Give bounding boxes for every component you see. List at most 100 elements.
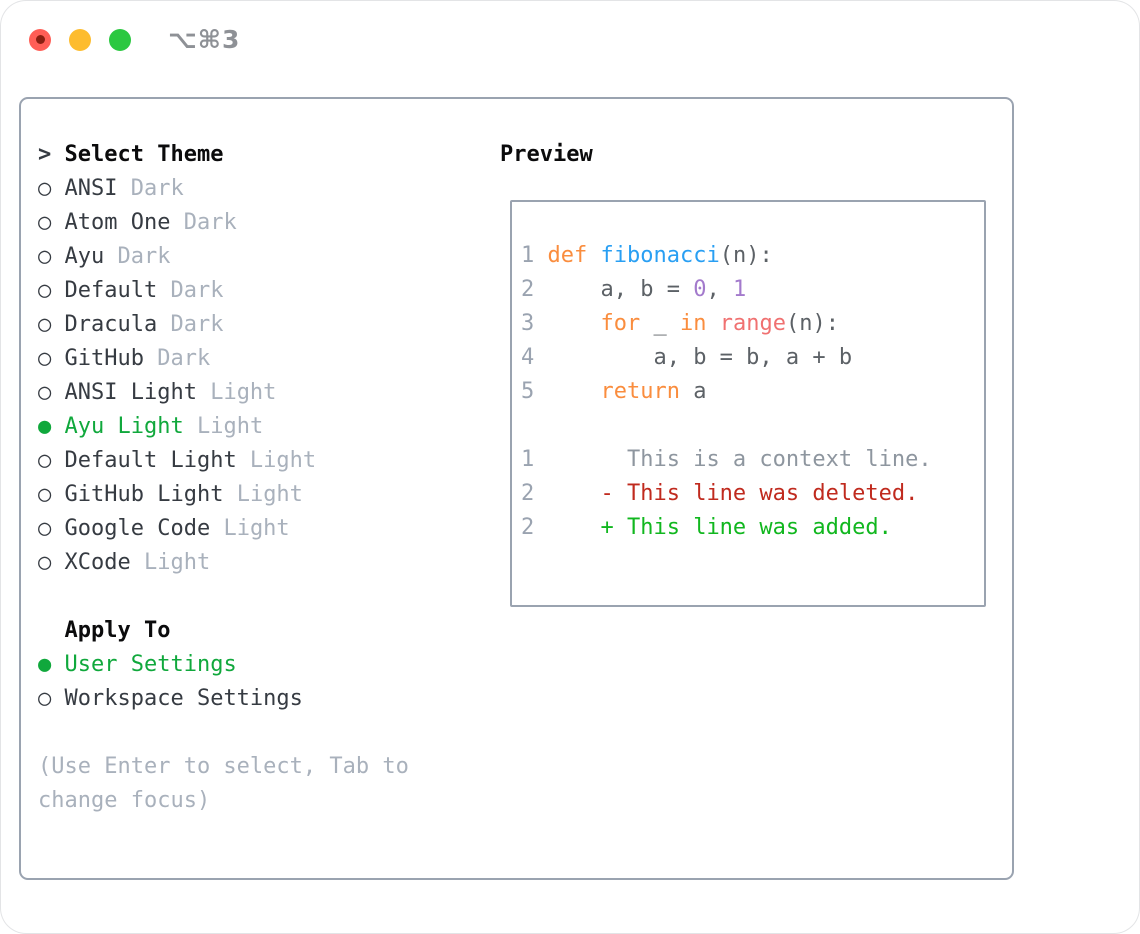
- main-panel: > Select Theme ○ ANSI Dark○ Atom One Dar…: [19, 97, 1014, 880]
- theme-name: Default Light: [64, 448, 237, 473]
- select-theme-title: Select Theme: [64, 142, 224, 167]
- line-number: 5: [521, 379, 548, 404]
- theme-variant-label: Dark: [143, 346, 211, 371]
- focus-caret-icon: >: [38, 142, 65, 167]
- radio-icon: ○: [38, 244, 65, 269]
- spacer: [38, 716, 409, 750]
- code-line: 2 - This line was deleted.: [521, 477, 984, 511]
- theme-name: Dracula: [64, 312, 158, 337]
- radio-icon: ○: [38, 346, 65, 371]
- code-token: ,: [706, 277, 733, 302]
- theme-variant-label: Dark: [170, 210, 237, 235]
- theme-name: Atom One: [64, 210, 171, 235]
- theme-variant-label: Light: [130, 550, 211, 575]
- zoom-button[interactable]: [109, 28, 131, 51]
- theme-variant-label: Dark: [104, 244, 171, 269]
- code-token: (n):: [785, 311, 839, 336]
- spacer: [38, 580, 409, 614]
- code-line: 5 return a: [521, 375, 984, 409]
- theme-option-xcode[interactable]: ○ XCode Light: [38, 546, 409, 580]
- hint-line: (Use Enter to select, Tab to: [38, 754, 409, 779]
- close-button[interactable]: [29, 28, 51, 51]
- theme-option-google-code[interactable]: ○ Google Code Light: [38, 512, 409, 546]
- radio-icon: ○: [38, 380, 65, 405]
- apply-to-list: ● User Settings○ Workspace Settings: [38, 648, 409, 716]
- theme-option-ansi[interactable]: ○ ANSI Dark: [38, 172, 409, 206]
- radio-icon: ○: [38, 312, 65, 337]
- radio-icon: ○: [38, 482, 65, 507]
- theme-variant-label: Dark: [117, 176, 184, 201]
- code-token: + This line was added.: [547, 515, 892, 540]
- code-token: in: [679, 311, 707, 336]
- code-token: [548, 311, 601, 336]
- code-token: [548, 379, 601, 404]
- theme-selector: > Select Theme ○ ANSI Dark○ Atom One Dar…: [38, 138, 409, 818]
- theme-variant-label: Light: [196, 380, 277, 405]
- line-number: 2: [521, 481, 548, 506]
- theme-option-github[interactable]: ○ GitHub Dark: [38, 342, 409, 376]
- radio-icon: ○: [38, 686, 65, 711]
- code-line: 3 for _ in range(n):: [521, 307, 984, 341]
- close-button-dot-icon: [35, 35, 45, 44]
- theme-option-github-light[interactable]: ○ GitHub Light Light: [38, 478, 409, 512]
- theme-name: ANSI: [64, 176, 118, 201]
- theme-option-default-light[interactable]: ○ Default Light Light: [38, 444, 409, 478]
- code-line: 2 a, b = 0, 1: [521, 273, 984, 307]
- apply-option-workspace-settings[interactable]: ○ Workspace Settings: [38, 682, 409, 716]
- theme-variant-label: Light: [236, 448, 317, 473]
- theme-name: Default: [64, 278, 158, 303]
- minimize-button[interactable]: [69, 28, 91, 51]
- code-line: 4 a, b = b, a + b: [521, 341, 984, 375]
- theme-name: GitHub: [64, 346, 144, 371]
- code-token: def: [547, 243, 601, 268]
- theme-option-default[interactable]: ○ Default Dark: [38, 274, 409, 308]
- code-token: a: [679, 379, 707, 404]
- theme-option-atom-one[interactable]: ○ Atom One Dark: [38, 206, 409, 240]
- theme-option-ansi-light[interactable]: ○ ANSI Light Light: [38, 376, 409, 410]
- code-token: - This line was deleted.: [547, 481, 919, 506]
- code-token: [706, 311, 719, 336]
- code-token: fibonacci: [600, 243, 720, 268]
- theme-variant-label: Light: [223, 482, 303, 507]
- apply-option-label: Workspace Settings: [64, 686, 303, 711]
- radio-icon: ○: [38, 176, 65, 201]
- theme-name: Ayu: [64, 244, 105, 269]
- theme-option-ayu-light[interactable]: ● Ayu Light Light: [38, 410, 409, 444]
- theme-name: Google Code: [64, 516, 211, 541]
- code-blank-line: [521, 409, 984, 443]
- preview-title: Preview: [500, 142, 593, 167]
- line-number: 2: [521, 515, 548, 540]
- line-number: 4: [521, 345, 548, 370]
- code-line: 2 + This line was added.: [521, 511, 984, 545]
- hint-text: (Use Enter to select, Tab to change focus…: [38, 750, 409, 818]
- theme-option-ayu[interactable]: ○ Ayu Dark: [38, 240, 409, 274]
- theme-variant-label: Dark: [157, 312, 224, 337]
- radio-icon: ○: [38, 550, 65, 575]
- radio-selected-icon: ●: [38, 652, 65, 677]
- theme-variant-label: Dark: [157, 278, 224, 303]
- titlebar: ⌥⌘3: [29, 25, 240, 54]
- code-token: _: [640, 311, 680, 336]
- radio-icon: ○: [38, 516, 65, 541]
- theme-list: ○ ANSI Dark○ Atom One Dark○ Ayu Dark○ De…: [38, 172, 409, 580]
- theme-option-dracula[interactable]: ○ Dracula Dark: [38, 308, 409, 342]
- line-number: 3: [521, 311, 548, 336]
- line-number: 2: [521, 277, 548, 302]
- code-token: 0: [693, 277, 707, 302]
- code-token: a, b =: [547, 277, 694, 302]
- theme-name: Ayu Light: [64, 414, 184, 439]
- radio-icon: ○: [38, 448, 65, 473]
- apply-to-header: Apply To: [38, 614, 409, 648]
- line-number: 1: [521, 243, 548, 268]
- code-token: (n):: [719, 243, 773, 268]
- hint-line: change focus): [38, 788, 211, 813]
- theme-name: ANSI Light: [64, 380, 197, 405]
- apply-option-user-settings[interactable]: ● User Settings: [38, 648, 409, 682]
- select-theme-header: > Select Theme: [38, 138, 409, 172]
- code-token: a, b = b, a + b: [547, 345, 853, 370]
- radio-icon: ○: [38, 278, 65, 303]
- radio-selected-icon: ●: [38, 414, 65, 439]
- theme-variant-label: Light: [210, 516, 290, 541]
